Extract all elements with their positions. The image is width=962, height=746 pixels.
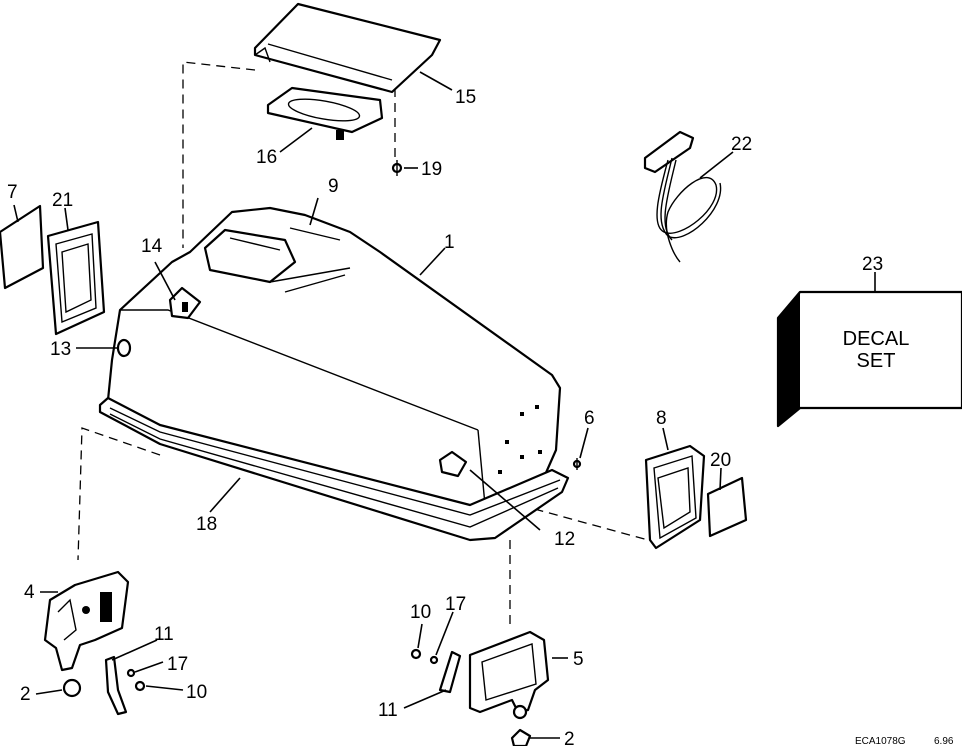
right-side-decal (706, 476, 748, 538)
callout-20: 20 (710, 450, 731, 471)
callout-22: 22 (731, 134, 752, 155)
decal-box-line2: SET (857, 350, 896, 372)
hood-top-cover (253, 2, 442, 94)
drawing-date-code: 6.96 (934, 736, 954, 746)
right-side-panel (644, 444, 706, 550)
callout-1: 1 (444, 232, 455, 253)
leader-lines (13, 71, 876, 739)
callout-23: 23 (862, 254, 883, 275)
drawing-ref-code: ECA1078G (855, 736, 906, 746)
callout-21: 21 (52, 190, 73, 211)
callout-7: 7 (7, 182, 18, 203)
callout-12: 12 (554, 529, 575, 550)
callout-15: 15 (455, 87, 476, 108)
screw-19 (391, 160, 403, 176)
drawing-reference: ECA1078G 6.96 (855, 736, 954, 746)
left-side-decal (0, 204, 45, 290)
fastener-6 (572, 458, 582, 470)
callout-18: 18 (196, 514, 217, 535)
callout-6: 6 (584, 408, 595, 429)
callout-10-right: 10 (410, 602, 431, 623)
callout-4: 4 (24, 582, 35, 603)
right-clip (438, 650, 462, 694)
callout-5: 5 (573, 649, 584, 670)
decal-set-box: DECAL SET (776, 290, 962, 428)
callout-2-left: 2 (20, 684, 31, 705)
callout-9: 9 (328, 176, 339, 197)
callout-16: 16 (256, 147, 277, 168)
right-bracket (468, 630, 550, 720)
cable-assembly (643, 130, 722, 263)
motor-cover (106, 206, 562, 512)
callout-labels: 1 2 2 4 5 6 7 8 9 10 10 11 11 12 13 14 1… (7, 87, 883, 746)
callout-2-bottom: 2 (564, 729, 575, 746)
callout-11-right: 11 (378, 700, 398, 721)
callout-17-right: 17 (445, 594, 466, 615)
callout-19: 19 (421, 159, 442, 180)
cover-gasket (266, 86, 384, 140)
callout-13: 13 (50, 339, 71, 360)
callout-8: 8 (656, 408, 667, 429)
bottom-grommet (510, 728, 532, 746)
left-bracket (43, 570, 130, 698)
callout-10-left: 10 (186, 682, 207, 703)
callout-14: 14 (141, 236, 163, 257)
right-washer (429, 655, 439, 665)
assembly-guide-lines (77, 61, 649, 625)
decal-box-line1: DECAL (843, 328, 910, 350)
callout-17-left: 17 (167, 654, 188, 675)
left-washer (126, 668, 136, 678)
left-screw (134, 680, 146, 692)
left-clip (104, 655, 128, 716)
right-screw (410, 648, 422, 660)
left-side-panel (46, 220, 106, 336)
callout-11-left: 11 (154, 624, 174, 645)
